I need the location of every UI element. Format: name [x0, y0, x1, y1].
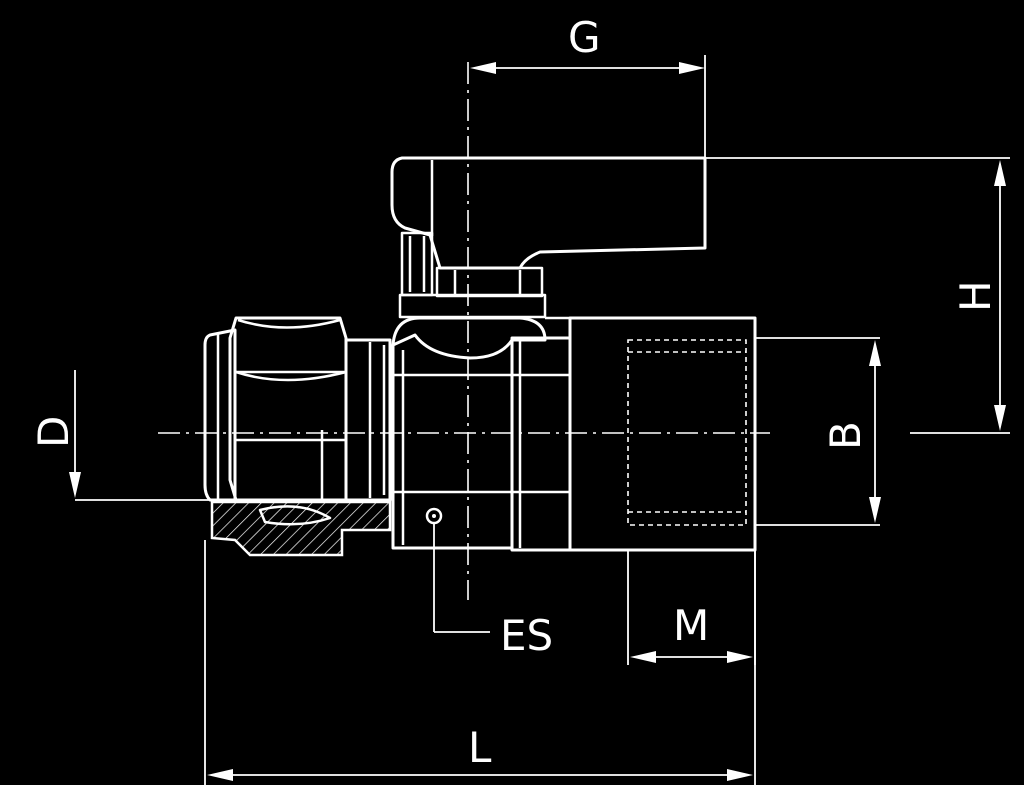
dimension-d: D — [29, 370, 212, 501]
es-screw-hole — [425, 507, 443, 525]
handle-stem — [398, 231, 547, 319]
dimension-l: L — [204, 540, 756, 785]
valve-body — [391, 316, 547, 360]
dimension-g: G — [470, 13, 706, 160]
dimension-b: B — [755, 337, 881, 526]
valve-outline — [203, 156, 757, 557]
dimension-m: M — [627, 550, 756, 665]
center-lines — [158, 62, 1010, 600]
label-h: H — [951, 280, 1000, 312]
hatched-section — [210, 500, 392, 557]
female-thread-end — [568, 316, 757, 552]
handle-lever — [390, 156, 707, 270]
label-m: M — [673, 601, 709, 650]
leader-es: ES — [433, 524, 553, 660]
label-g: G — [568, 13, 601, 62]
label-b: B — [821, 421, 870, 450]
dimension-h: H — [705, 157, 1010, 431]
label-es: ES — [500, 611, 553, 660]
label-d: D — [29, 416, 78, 448]
compression-nut — [228, 316, 348, 502]
label-l: L — [468, 723, 492, 772]
